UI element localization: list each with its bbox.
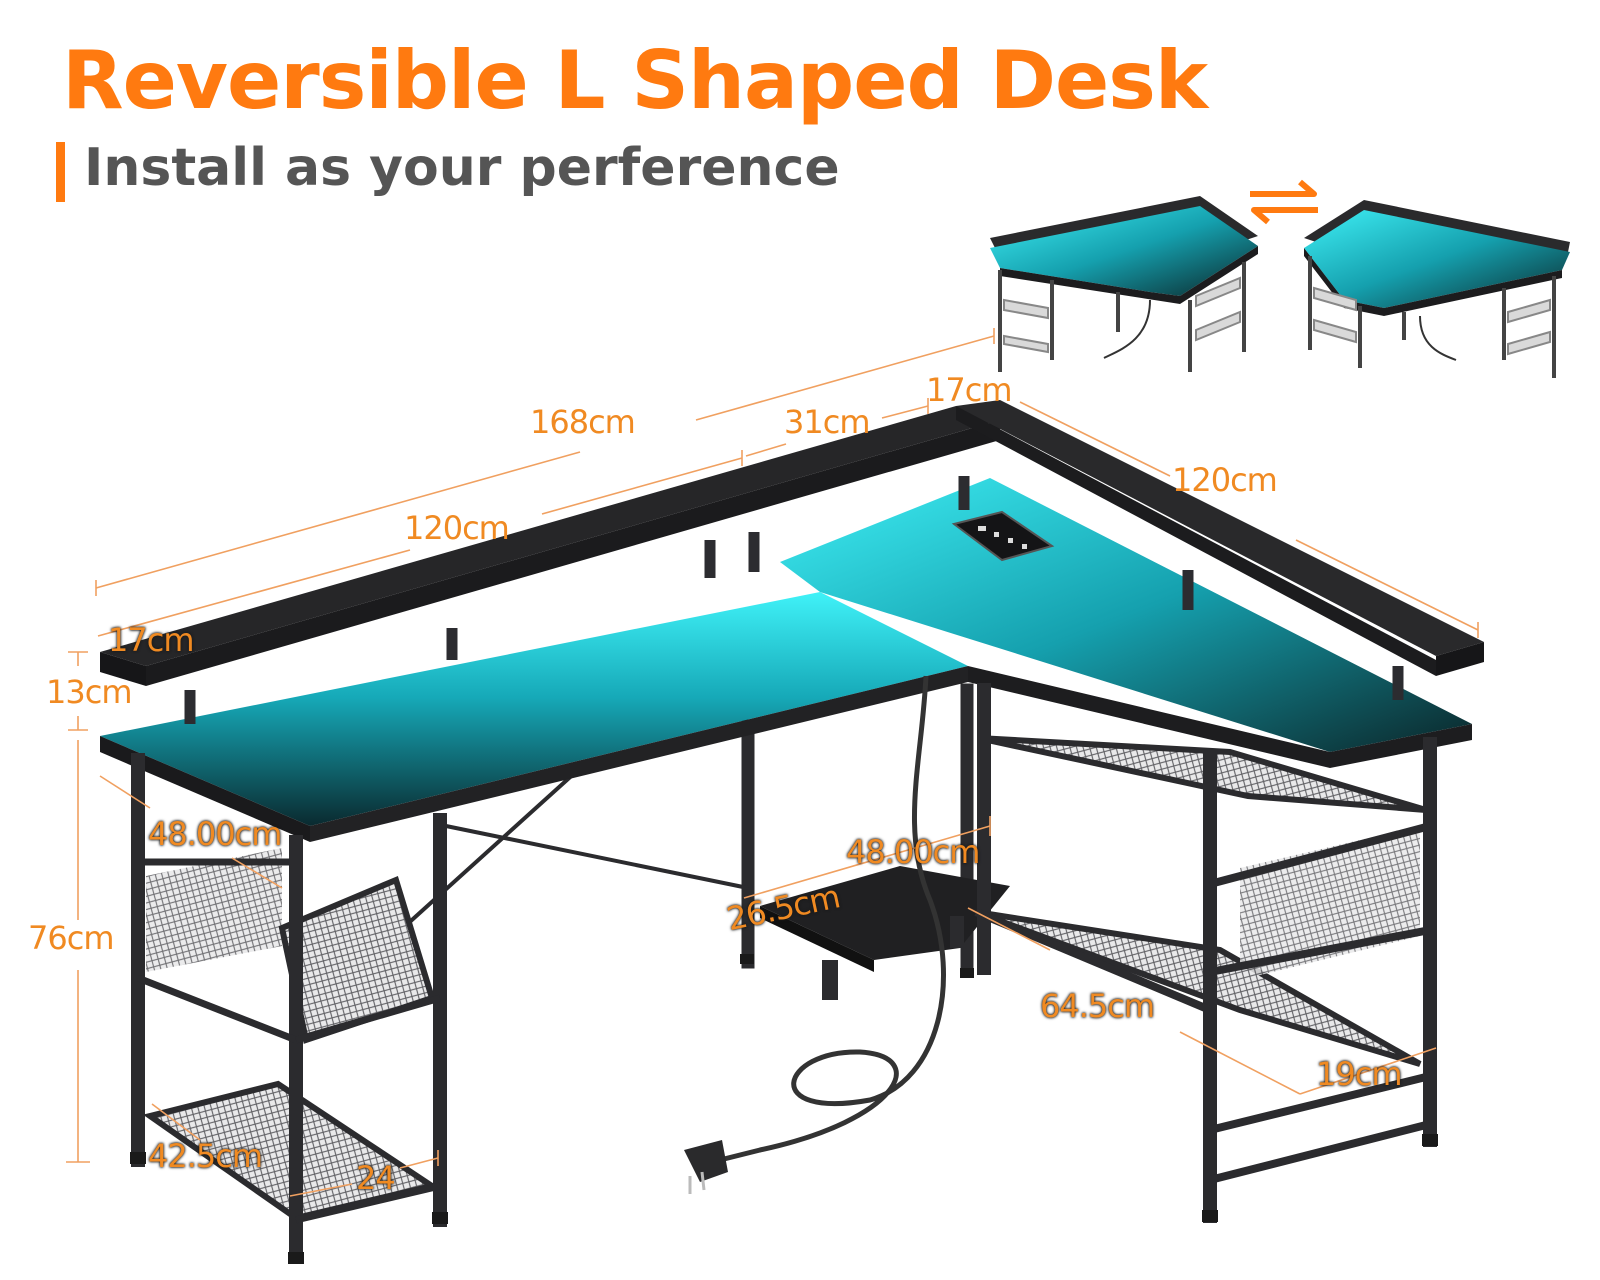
page-subtitle: Install as your perference	[84, 138, 840, 198]
host-stand	[760, 866, 1010, 1000]
dim-left-shelf-width: 42.5cm	[148, 1137, 263, 1175]
dim-left-top-width: 120cm	[404, 509, 510, 547]
dim-left-shelf-side: 24	[356, 1159, 396, 1197]
dim-desk-height: 76cm	[28, 919, 114, 957]
dim-right-shelf-depth: 17cm	[926, 371, 1012, 409]
dim-right-leg-depth: 48.00cm	[846, 833, 980, 871]
dim-right-length: 120cm	[1172, 461, 1278, 499]
subtitle-accent-bar	[56, 142, 65, 202]
right-storage-frame	[974, 683, 1437, 1223]
power-socket-icon	[951, 510, 1055, 562]
desk-feet	[130, 954, 1438, 1264]
dim-right-shelf-side: 19cm	[1316, 1055, 1402, 1093]
dimension-lines	[66, 328, 1479, 1197]
thumbnail-left-config	[990, 196, 1258, 372]
dim-corner-depth: 31cm	[784, 403, 870, 441]
dim-left-leg-depth: 48.00cm	[148, 815, 282, 853]
dim-total-width: 168cm	[530, 403, 636, 441]
desk-right-surface	[780, 478, 1472, 752]
monitor-shelf-right	[956, 400, 1484, 656]
thumbnail-right-config	[1304, 200, 1570, 378]
power-cord	[719, 675, 946, 1163]
dim-right-shelf-width: 64.5cm	[1040, 987, 1155, 1025]
desk-left-surface	[100, 592, 968, 826]
monitor-shelf-left	[100, 406, 1000, 666]
power-plug-icon	[684, 1140, 728, 1194]
left-storage-frame	[131, 753, 447, 1263]
swap-arrows-icon	[1250, 179, 1318, 225]
page-title: Reversible L Shaped Desk	[62, 34, 1208, 127]
monitor-shelf-posts	[184, 476, 1404, 724]
dim-left-shelf-depth: 17cm	[108, 621, 194, 659]
dim-shelf-height: 13cm	[46, 673, 132, 711]
